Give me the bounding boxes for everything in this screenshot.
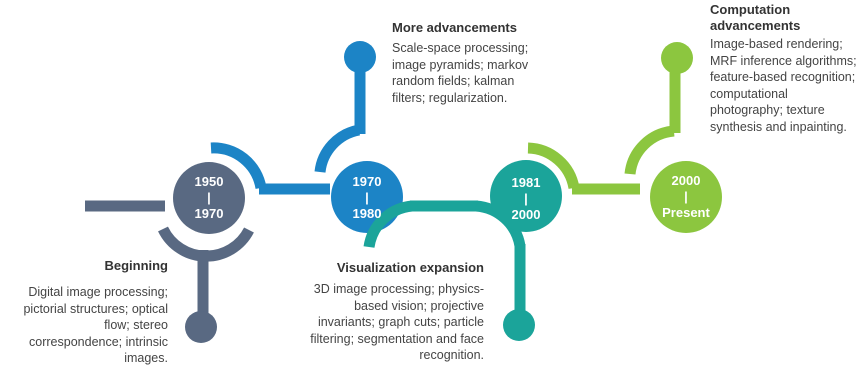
blue-end-dot <box>344 41 376 73</box>
milestone-heading: Visualization expansion <box>336 260 484 275</box>
milestone-body: 3D image processing; physics-based visio… <box>310 282 484 363</box>
period-1981-end: 2000 <box>512 207 541 222</box>
teal-arc-left <box>363 200 413 249</box>
milestone-heading: Computation advancements <box>710 2 801 33</box>
period-1970-end: 1980 <box>353 206 382 221</box>
period-circle-2000 <box>650 161 722 233</box>
period-2000-end: Present <box>662 205 710 220</box>
period-1970-sep: | <box>365 190 369 205</box>
period-circle-1950 <box>173 162 245 234</box>
green-end-dot <box>661 42 693 74</box>
period-1981-sep: | <box>524 191 528 206</box>
period-1981-start: 1981 <box>512 175 541 190</box>
milestone-heading: More advancements <box>392 20 517 35</box>
milestone-computation-advancements: Computation advancements Image-based ren… <box>710 2 860 136</box>
milestone-heading: Beginning <box>104 258 168 273</box>
green-arc-right <box>624 125 675 175</box>
milestone-body: Image-based rendering; MRF inference alg… <box>710 37 857 134</box>
blue-arc-left <box>210 142 267 190</box>
milestone-beginning: Beginning Digital image processing; pict… <box>8 258 168 367</box>
milestone-body: Digital image processing; pictorial stru… <box>23 285 168 366</box>
milestone-body: Scale-space processing; image pyramids; … <box>392 41 529 105</box>
period-1970-start: 1970 <box>353 174 382 189</box>
blue-arc-right <box>314 124 361 173</box>
milestone-visualization-expansion: Visualization expansion 3D image process… <box>300 260 484 364</box>
milestone-more-advancements: More advancements Scale-space processing… <box>392 20 542 106</box>
teal-end-dot <box>503 309 535 341</box>
period-circle-1981 <box>490 160 562 232</box>
green-arc-left <box>527 142 580 190</box>
period-1950-start: 1950 <box>195 174 224 189</box>
period-2000-start: 2000 <box>672 173 701 188</box>
period-2000-sep: | <box>684 189 688 204</box>
period-1950-end: 1970 <box>195 206 224 221</box>
slate-end-dot <box>185 311 217 343</box>
period-1950-sep: | <box>207 190 211 205</box>
